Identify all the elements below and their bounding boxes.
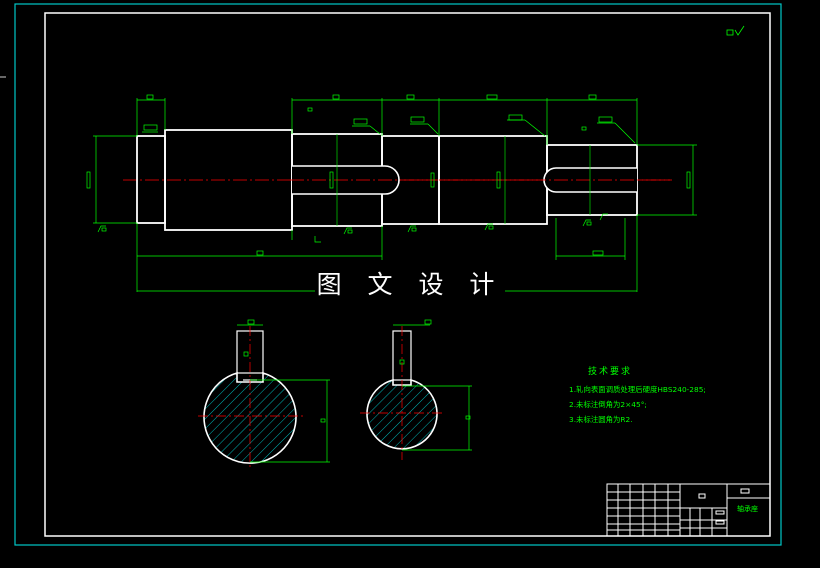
dimension-value-marks [86,94,691,256]
tech-req-heading: 技术要求 [588,367,633,377]
watermark-title: 图 文 设 计 [315,268,505,302]
roughness-symbol-icon [726,25,745,36]
title-block-drawing-number: 轴承座 [737,505,758,513]
tech-req-item-1: 1.轧向表面调质处理后硬度HBS240-285; [569,385,706,394]
section-view-a [198,319,330,470]
shoulder-lines [336,134,591,226]
sheet-border [14,3,782,546]
section-view-b [360,319,472,460]
tech-req-item-2: 2.未标注倒角为2×45°; [569,400,647,409]
title-block [606,483,771,537]
drawing-frame [44,12,771,537]
dimension-lines [93,98,697,292]
roughness-marks [97,213,608,243]
tech-req-item-3: 3.未标注圆角为R2. [569,415,633,424]
